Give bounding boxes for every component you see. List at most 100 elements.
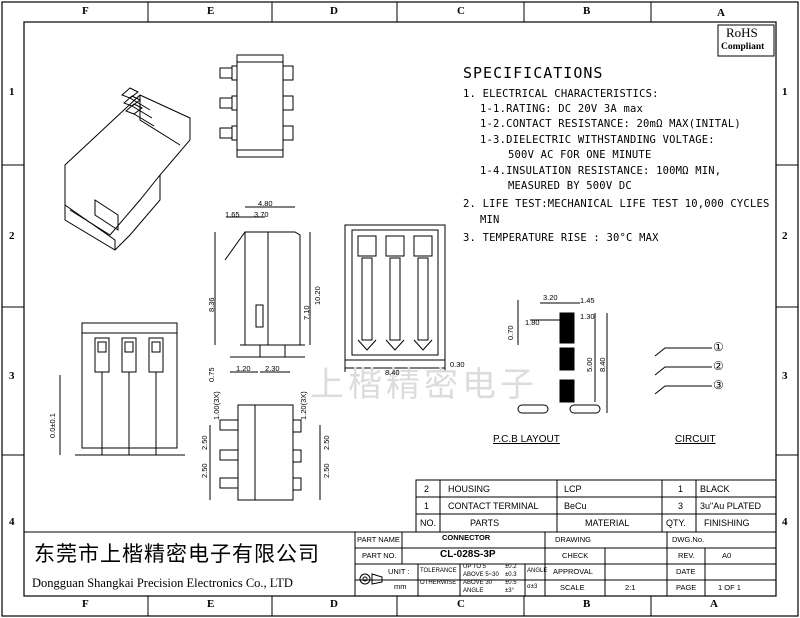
spec-line: 2. LIFE TEST:MECHANICAL LIFE TEST 10,000… (463, 198, 770, 210)
tol-range: ABOVE 30 (463, 580, 493, 586)
pcb-dim-3-20: 3.20 (543, 293, 558, 302)
unit-value: mm (394, 582, 407, 591)
scale-value: 2:1 (625, 583, 636, 592)
check-label: CHECK (562, 551, 589, 560)
company-name-en: Dongguan Shangkai Precision Electronics … (32, 576, 293, 590)
bom-header-qty: QTY. (666, 518, 686, 528)
watermark: 上楷精密电子 (310, 365, 538, 405)
dim-2-30: 2.30 (265, 364, 280, 373)
bottom-view (209, 404, 321, 501)
rev-label: REV. (678, 551, 695, 560)
dim-3-70: 3.70 (254, 210, 269, 219)
top-view (219, 54, 294, 158)
part-no-label: PART NO. (362, 551, 397, 560)
bom-qty: 3 (678, 501, 684, 511)
zone-top-b: B (583, 5, 591, 17)
scale-label: SCALE (560, 583, 585, 592)
rohs-title: RoHS (726, 25, 758, 40)
bom-finish: 3u"Au PLATED (700, 501, 762, 511)
dim-8-36: 8.36 (207, 297, 216, 312)
zone-top-e: E (207, 5, 215, 17)
spec-line: 1-1.RATING: DC 20V 3A max (480, 103, 644, 115)
dim-4-80: 4.80 (258, 199, 273, 208)
dim-1-00-3x: 1.00(3X) (212, 391, 221, 420)
dwg-no-label: DWG.No. (672, 535, 705, 544)
dim-1-20: 1.20 (236, 364, 251, 373)
tol-value: ±0.5 (505, 580, 517, 586)
pcb-layout-label: P.C.B LAYOUT (493, 434, 560, 445)
bom-part: HOUSING (448, 484, 491, 494)
part-name-label: PART NAME (357, 535, 400, 544)
drawing-label: DRAWING (555, 535, 591, 544)
zone-top-a: A (717, 7, 725, 19)
zone-right-4: 4 (782, 516, 788, 528)
tol-range: ANGLE (463, 588, 484, 594)
zone-bottom-d: D (330, 598, 338, 610)
bom-header-parts: PARTS (470, 518, 500, 528)
zone-bottom-a: A (710, 598, 718, 610)
spec-line: MIN (480, 214, 500, 226)
zone-left-4: 4 (9, 516, 15, 528)
bom-material: LCP (564, 484, 582, 494)
bom-table (415, 479, 777, 533)
page-label: PAGE (676, 583, 697, 592)
zone-top-d: D (330, 5, 338, 17)
zone-top-f: F (82, 5, 89, 17)
spec-line: 1-2.CONTACT RESISTANCE: 20mΩ MAX(INITAL) (480, 118, 741, 130)
zone-left-1: 1 (9, 86, 15, 98)
bom-part: CONTACT TERMINAL (448, 501, 539, 511)
tolerance-label: TOLERANCE (420, 568, 457, 574)
part-no-value: CL-028S-3P (440, 549, 496, 560)
circuit-pin-2: ② (713, 359, 724, 373)
zone-right-2: 2 (782, 230, 788, 242)
tol-value: ±0.2 (505, 564, 517, 570)
bom-header-material: MATERIAL (585, 518, 630, 528)
zone-bottom-b: B (583, 598, 591, 610)
iso-view (64, 87, 191, 251)
zone-right-1: 1 (782, 86, 788, 98)
dim-1-65: 1.65 (225, 210, 240, 219)
bom-header-finishing: FINISHING (704, 518, 750, 528)
spec-line: 1-4.INSULATION RESISTANCE: 100MΩ MIN, (480, 165, 722, 177)
bom-material: BeCu (564, 501, 587, 511)
side-view (214, 206, 311, 373)
bom-qty: 1 (678, 484, 684, 494)
approval-label: APPROVAL (553, 567, 593, 576)
spec-line: 1-3.DIELECTRIC WITHSTANDING VOLTAGE: (480, 134, 715, 146)
pcb-dim-8-40: 8.40 (598, 357, 607, 372)
zone-top-c: C (457, 5, 465, 17)
spec-title: SPECIFICATIONS (463, 64, 604, 82)
pcb-dim-1-45: 1.45 (580, 296, 595, 305)
dim-10-20: 10.20 (313, 286, 322, 305)
zone-bottom-e: E (207, 598, 215, 610)
pcb-dim-5-00: 5.00 (585, 357, 594, 372)
circuit-pin-1: ① (713, 340, 724, 354)
zone-right-3: 3 (782, 370, 788, 382)
dim-1-20-3x: 1.20(3X) (299, 391, 308, 420)
angle-label: ANGLE (527, 568, 548, 574)
zone-bottom-f: F (82, 598, 89, 610)
dim-0-75: 0.75 (207, 367, 216, 382)
rev-value: A0 (722, 551, 732, 560)
angle-symbol: σ±3 (527, 584, 538, 590)
dim-0-0-tol: 0.0±0.1 (48, 413, 57, 438)
dim-8-40: 8.40 (385, 368, 400, 377)
title-block (23, 531, 777, 597)
bom-no: 1 (424, 501, 430, 511)
dim-0-30: 0.30 (450, 360, 465, 369)
spec-line: 1. ELECTRICAL CHARACTERISTICS: (463, 88, 659, 100)
front-view (344, 224, 446, 372)
otherwise-label: OTHERWISE (420, 580, 457, 586)
spec-line: 3. TEMPERATURE RISE : 30°C MAX (463, 232, 659, 244)
pcb-dim-1-80: 1.80 (525, 318, 540, 327)
tol-value: ±3° (505, 588, 515, 594)
zone-left-3: 3 (9, 370, 15, 382)
tol-range: UP TO 5 (463, 564, 487, 570)
circuit-pin-3: ③ (713, 378, 724, 392)
pcb-dim-1-30: 1.30 (580, 312, 595, 321)
pcb-dim-0-70: 0.70 (506, 325, 515, 340)
bom-header-no: NO. (420, 518, 437, 528)
circuit-label: CIRCUIT (675, 434, 716, 445)
unit-label: UNIT : (388, 567, 410, 576)
